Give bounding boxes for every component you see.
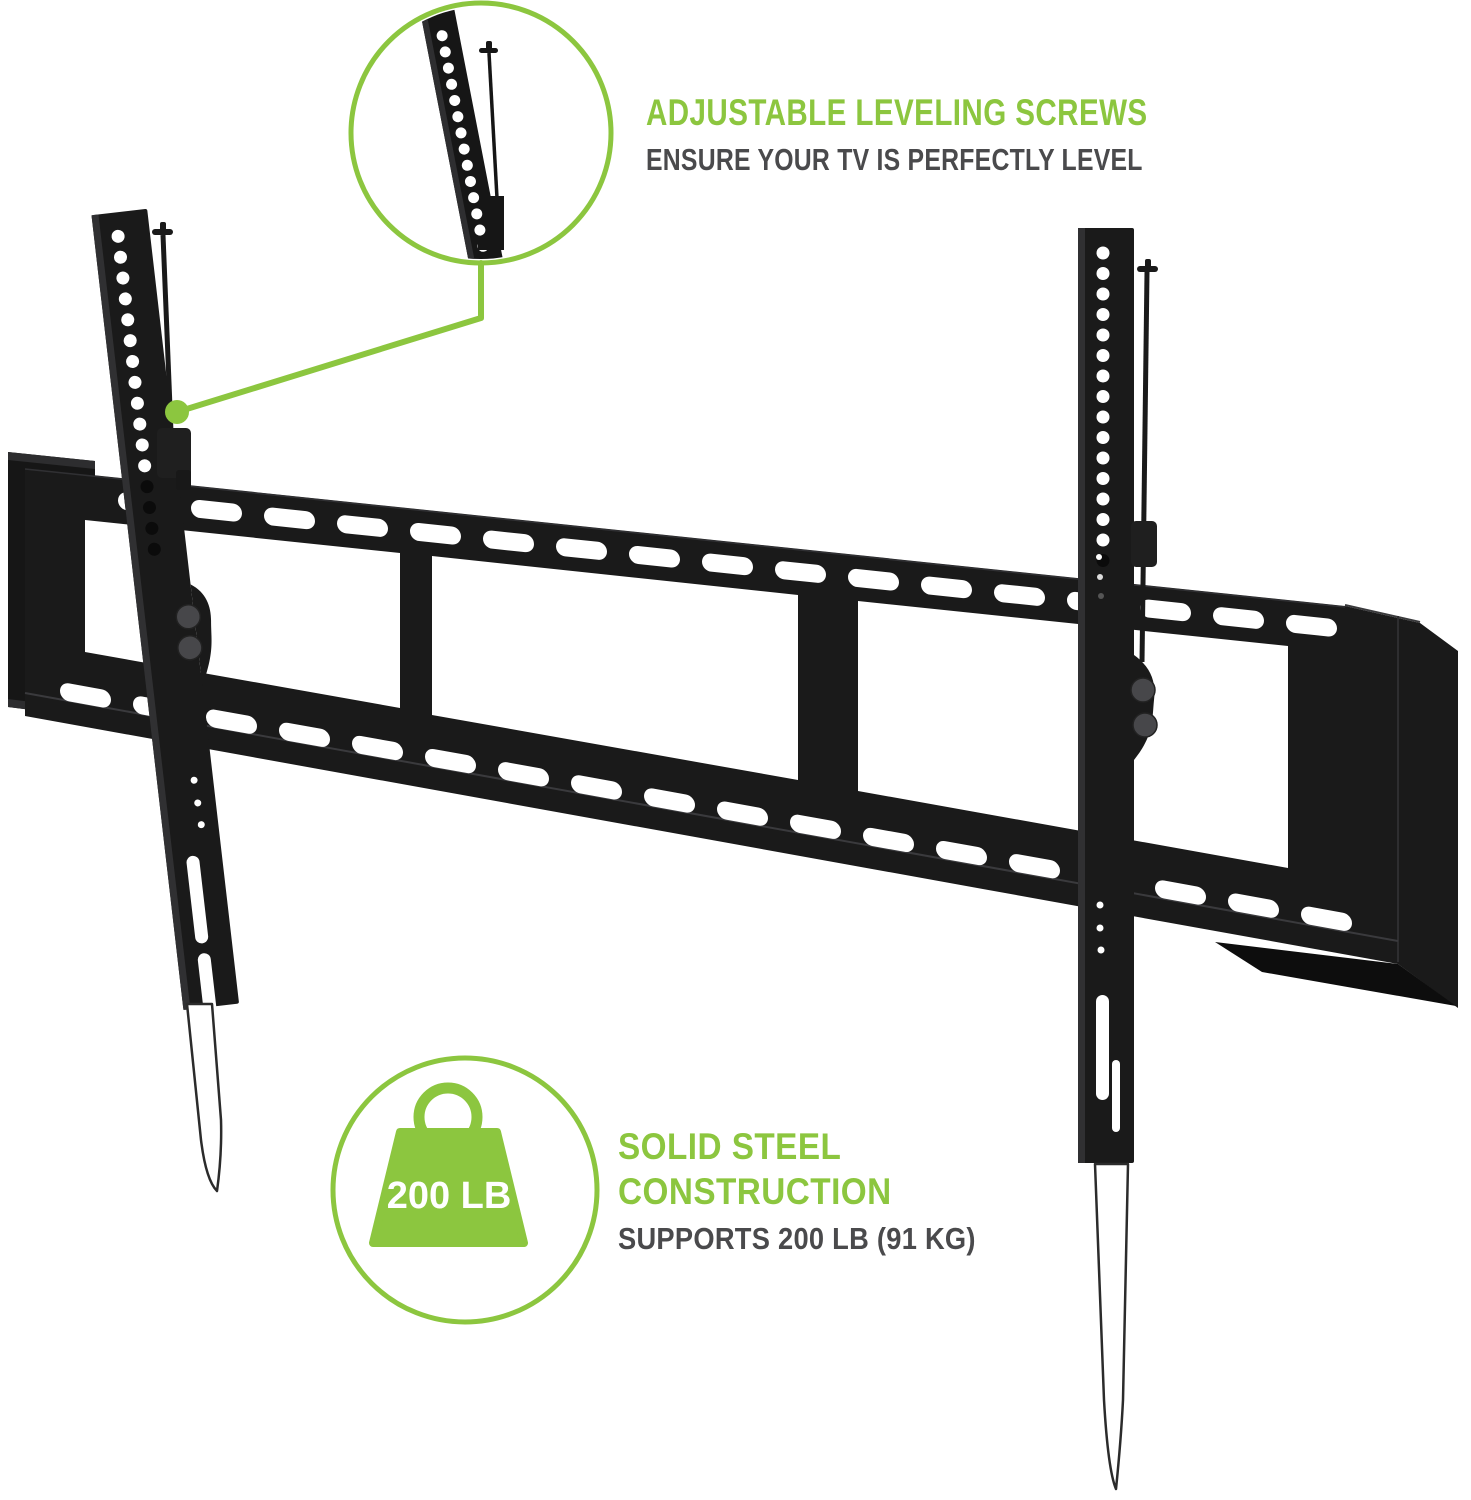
rail-window-right [858,601,1288,868]
weight-icon: 200 LB [369,1082,528,1247]
weight-badge: 200 LB [330,1055,600,1325]
callout-bottom-text: SOLID STEEL CONSTRUCTION SUPPORTS 200 LB… [618,1124,1025,1256]
right-vesa-bracket [1078,228,1158,1163]
leveling-screw-right [1131,259,1158,663]
safety-loop-left [185,1002,223,1193]
callout-bottom-title-line1: SOLID STEEL [618,1126,842,1167]
pointer-dot-icon [165,400,189,424]
callout-bottom-title-line2: CONSTRUCTION [618,1171,892,1212]
leveling-screw-left [152,222,191,490]
tilt-knob-left-upper [175,604,202,630]
callout-top-subtitle: ENSURE YOUR TV IS PERFECTLY LEVEL [646,142,1143,177]
tilt-knob-left-lower [177,635,203,661]
rail-underside [1215,942,1456,1006]
tilt-knob-right-lower [1132,712,1158,738]
rail-window-center [432,556,798,780]
callout-bottom-subtitle: SUPPORTS 200 LB (91 KG) [618,1221,976,1256]
callout-top-text: ADJUSTABLE LEVELING SCREWS ENSURE YOUR T… [646,92,1273,177]
mini-leveling-screw [478,41,504,250]
safety-loop-right [1093,1162,1130,1491]
callout-pointer [165,260,484,424]
detail-circle-icon [348,0,614,266]
tilt-knob-right-upper [1130,677,1156,703]
callout-top-title: ADJUSTABLE LEVELING SCREWS [646,92,1148,133]
weight-badge-label: 200 LB [387,1175,512,1217]
